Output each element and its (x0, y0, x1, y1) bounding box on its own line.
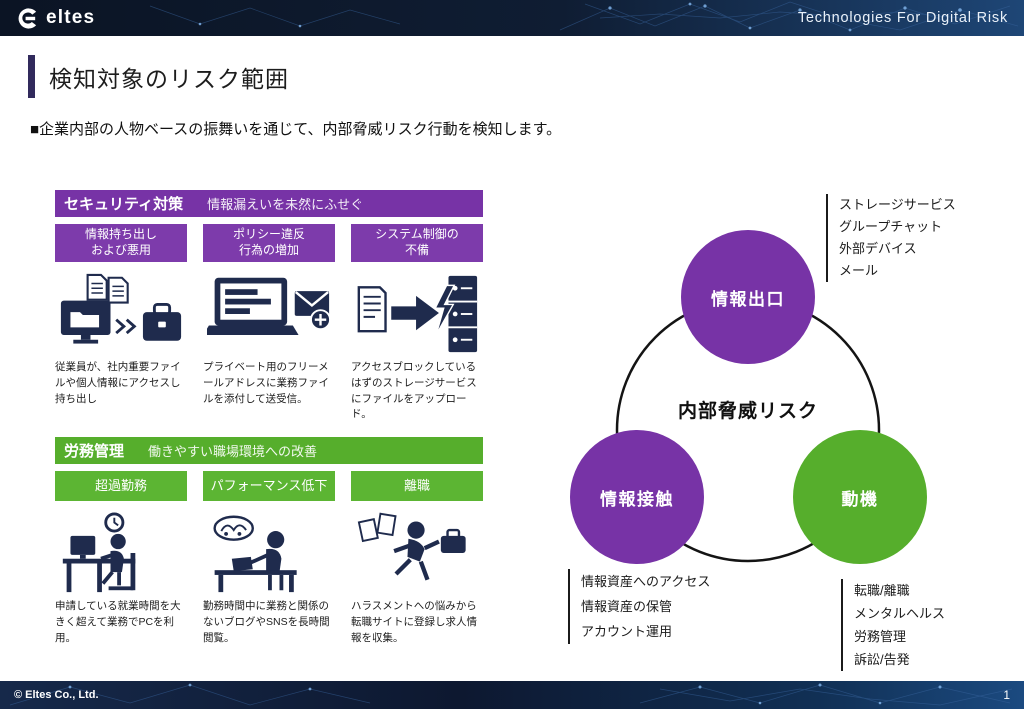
eltes-logo-icon (18, 7, 37, 29)
security-section: セキュリティ対策 情報漏えいを未然にふせぐ 情報持ち出し および悪用 ポリシー違… (55, 190, 483, 423)
title-accent-bar (28, 55, 35, 98)
security-band: セキュリティ対策 情報漏えいを未然にふせぐ (55, 190, 483, 217)
list-item: メール (839, 263, 879, 278)
labor-caption-overtime: 申請している就業時間を大きく超えて業務でPCを利用。 (55, 600, 181, 644)
page-number: 1 (1003, 688, 1010, 702)
security-box-exfiltration: 情報持ち出し および悪用 (55, 224, 187, 262)
labor-band-subtitle: 働きやすい職場環境への改善 (148, 444, 318, 459)
security-band-subtitle: 情報漏えいを未然にふせぐ (207, 197, 364, 212)
labor-section: 労務管理 働きやすい職場環境への改善 超過勤務 パフォーマンス低下 離職 (55, 437, 483, 661)
labor-caption-performance: 勤務時間中に業務と関係のないブログやSNSを長時間閲覧。 (203, 600, 330, 644)
labor-caption-turnover: ハラスメントへの悩みから転職サイトに登録し求人情報を収集。 (351, 600, 477, 644)
page-title: 検知対象のリスク範囲 (49, 65, 289, 92)
security-captions: 従業員が、社内重要ファイルや個人情報にアクセスし持ち出し プライベート用のフリー… (55, 360, 483, 423)
list-item: 労務管理 (854, 629, 907, 644)
circle-motivation-label: 動機 (841, 489, 879, 509)
list-item: ストレージサービス (839, 197, 956, 212)
storage-upload-icon (351, 268, 483, 360)
page-title-block: 検知対象のリスク範囲 (28, 55, 289, 98)
security-box-policy-violation: ポリシー違反 行為の増加 (203, 224, 335, 262)
diagram-center-label: 内部脅威リスク (677, 401, 818, 422)
network-pattern-footer (9, 683, 1013, 706)
labor-boxes: 超過勤務 パフォーマンス低下 離職 (55, 471, 483, 501)
list-item: 外部デバイス (839, 241, 917, 256)
security-box-system-control: システム制御の 不備 (351, 224, 483, 262)
circle-info-contact-label: 情報接触 (600, 489, 674, 509)
low-performance-icon (203, 507, 335, 599)
security-caption-exfiltration: 従業員が、社内重要ファイルや個人情報にアクセスし持ち出し (55, 361, 181, 405)
copyright-text: © Eltes Co., Ltd. (14, 689, 99, 701)
list-item: グループチャット (839, 219, 943, 234)
risk-diagram: 情報出口 情報接触 動機 内部脅威リスク ストレージサービス グループチャット … (540, 180, 1014, 685)
top-bar: eltes Technologies For Digital Risk (0, 0, 1024, 36)
left-column: セキュリティ対策 情報漏えいを未然にふせぐ 情報持ち出し および悪用 ポリシー違… (55, 190, 483, 661)
labor-box-overtime: 超過勤務 (55, 471, 187, 501)
logo-text: eltes (46, 7, 96, 28)
security-boxes: 情報持ち出し および悪用 ポリシー違反 行為の増加 システム制御の 不備 (55, 224, 483, 262)
header-tagline: Technologies For Digital Risk (797, 10, 1008, 26)
motivation-list: 転職/離職 メンタルヘルス 労務管理 訴訟/告発 (841, 579, 945, 671)
footer-bar: © Eltes Co., Ltd. 1 (0, 681, 1024, 709)
list-item: アカウント運用 (581, 624, 673, 639)
labor-captions: 申請している就業時間を大きく超えて業務でPCを利用。 勤務時間中に業務と関係のな… (55, 599, 483, 661)
lead-text: ■企業内部の人物ベースの振舞いを通じて、内部脅威リスク行動を検知します。 (30, 121, 562, 138)
file-exfiltration-icon (55, 268, 187, 360)
freemail-send-icon (203, 268, 335, 360)
labor-band: 労務管理 働きやすい職場環境への改善 (55, 437, 483, 464)
list-item: 情報資産の保管 (581, 599, 673, 614)
contact-list: 情報資産へのアクセス 情報資産の保管 アカウント運用 (568, 569, 710, 644)
security-caption-system-control: アクセスブロックしているはずのストレージサービスにファイルをアップロード。 (351, 361, 477, 421)
list-item: 情報資産へのアクセス (581, 574, 711, 589)
circle-info-contact: 情報接触 (570, 430, 704, 564)
overtime-icon (55, 507, 187, 599)
security-band-title: セキュリティ対策 (64, 196, 184, 213)
list-item: メンタルヘルス (854, 606, 946, 621)
labor-box-performance: パフォーマンス低下 (203, 471, 335, 501)
circle-info-exit: 情報出口 (681, 230, 815, 364)
eltes-logo: eltes (16, 7, 95, 30)
security-caption-policy-violation: プライベート用のフリーメールアドレスに業務ファイルを添付して送受信。 (203, 361, 329, 405)
exit-channel-list: ストレージサービス グループチャット 外部デバイス メール (826, 194, 956, 282)
labor-box-turnover: 離職 (351, 471, 483, 501)
list-item: 転職/離職 (854, 583, 910, 598)
list-item: 訴訟/告発 (854, 652, 910, 667)
security-icons (55, 268, 483, 360)
labor-icons (55, 507, 483, 599)
circle-motivation: 動機 (793, 430, 927, 564)
turnover-icon (351, 507, 483, 599)
circle-info-exit-label: 情報出口 (711, 289, 785, 309)
labor-band-title: 労務管理 (64, 443, 125, 460)
